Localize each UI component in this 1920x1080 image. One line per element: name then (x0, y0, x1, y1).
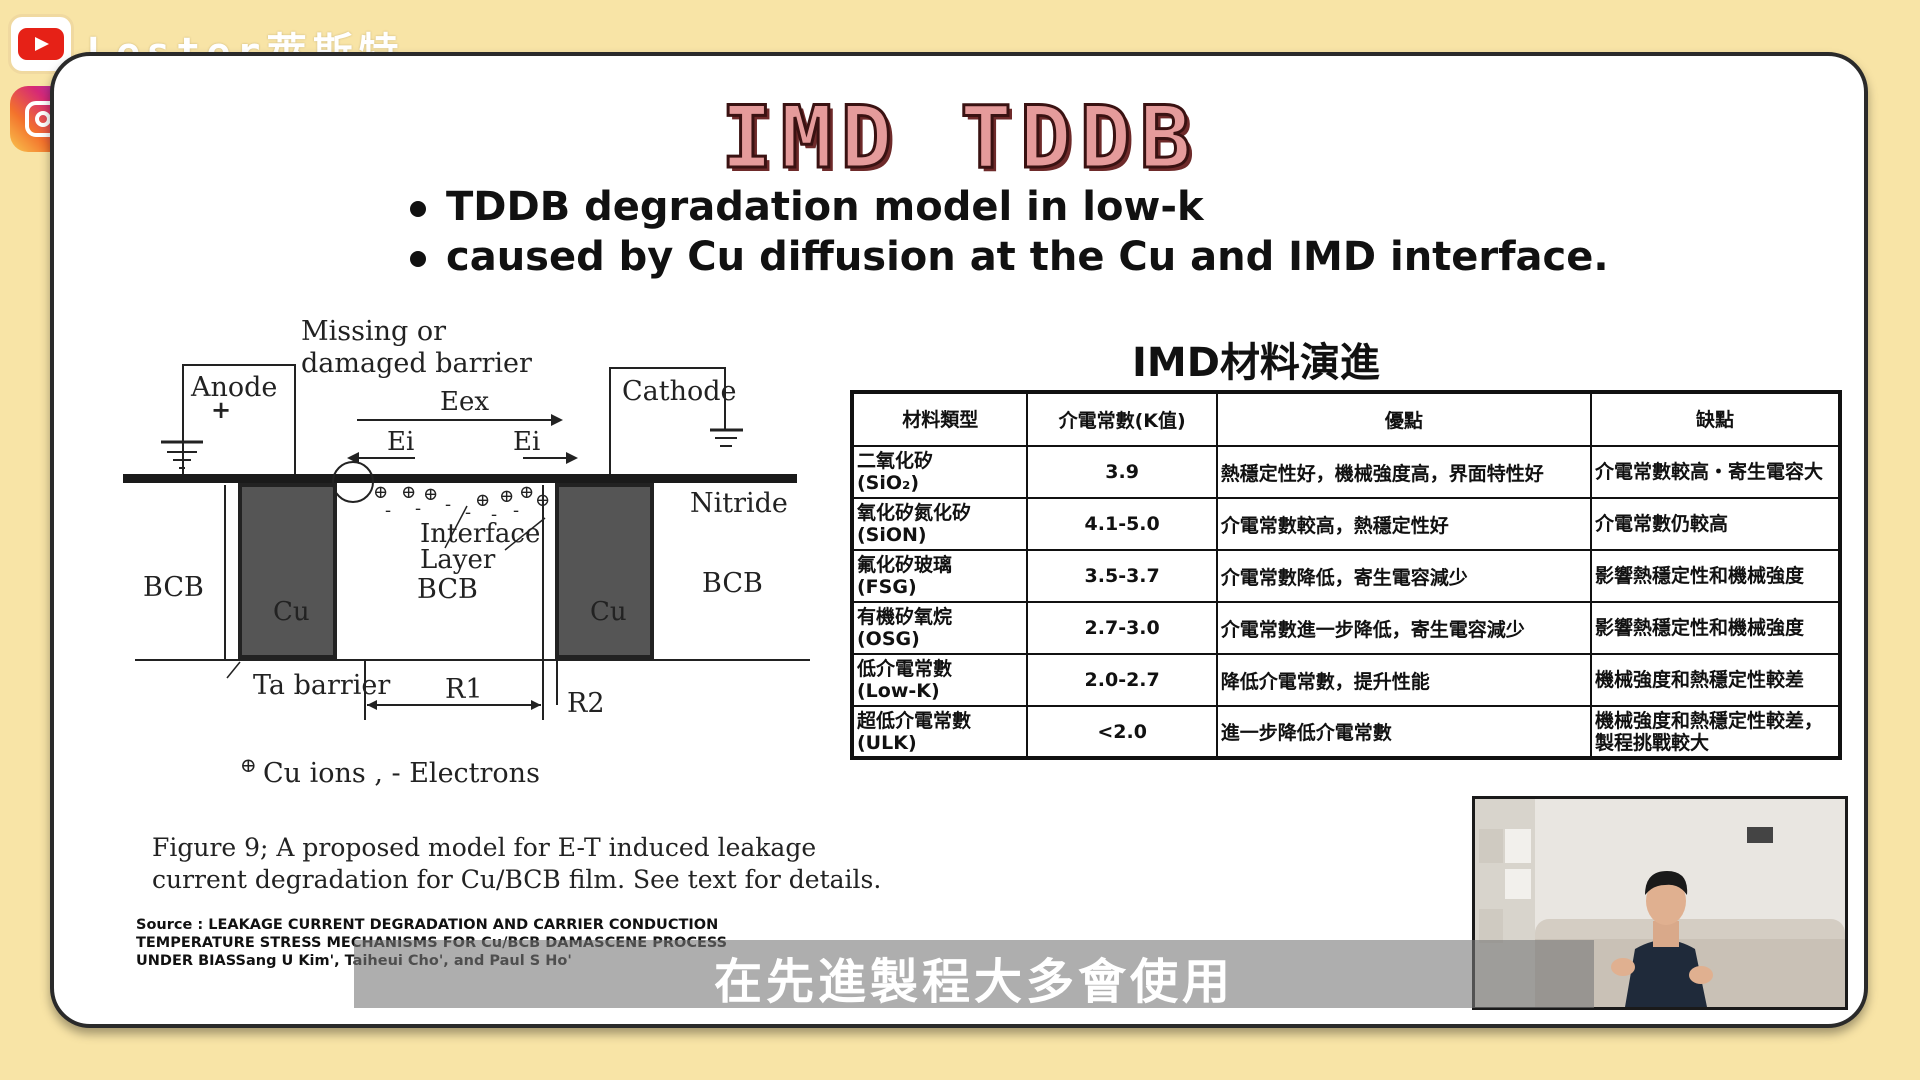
bullet-list: TDDB degradation model in low-k caused b… (410, 182, 1609, 282)
bullet-item: TDDB degradation model in low-k (410, 182, 1609, 232)
svg-text:-: - (491, 504, 497, 525)
svg-text:-: - (385, 500, 391, 521)
label-missing: Missing or (301, 316, 446, 347)
svg-text:-: - (415, 498, 421, 519)
label-anode: Anode (190, 372, 277, 403)
svg-text:⊕: ⊕ (475, 490, 490, 511)
svg-text:⊕: ⊕ (499, 486, 514, 507)
tddb-model-diagram: + ⊕⊕⊕ ⊕⊕⊕⊕ ------ Missing or damaged bar… (123, 316, 810, 789)
label-cu-left: Cu (273, 597, 310, 627)
label-eex: Eex (440, 387, 489, 417)
label-cu-right: Cu (590, 597, 627, 627)
label-damaged-barrier: damaged barrier (301, 348, 532, 379)
svg-text:+: + (211, 395, 231, 424)
svg-text:-: - (445, 494, 451, 515)
header-pro: 優點 (1215, 391, 1593, 447)
figure-caption: Figure 9; A proposed model for E-T induc… (152, 833, 882, 894)
label-ei-left: Ei (387, 427, 414, 457)
bullet-item: caused by Cu diffusion at the Cu and IMD… (410, 232, 1609, 282)
label-bcb-left: BCB (143, 572, 204, 603)
label-r2: R2 (567, 688, 605, 719)
label-cathode: Cathode (622, 376, 737, 407)
table-title: IMD材料演進 (1132, 340, 1380, 386)
bullet-dot-icon (410, 201, 426, 217)
svg-text:⊕: ⊕ (401, 482, 416, 503)
label-r1: R1 (445, 674, 483, 705)
svg-text:⊕: ⊕ (535, 490, 550, 511)
label-legend: Cu ions , - Electrons (263, 758, 540, 789)
label-interface: Interface (420, 519, 540, 549)
header-k: 介電常數(K值) (1026, 391, 1218, 447)
subtitle-background (354, 940, 1594, 1008)
table-row: 低介電常數(Low-K) 2.0-2.7 降低介電常數，提升性能 機械強度和熱穩… (850, 653, 1841, 707)
table-row: 有機矽氧烷(OSG) 2.7-3.0 介電常數進一步降低，寄生電容減少 影響熱穩… (850, 601, 1841, 655)
table-row: 超低介電常數(ULK) <2.0 進一步降低介電常數 機械強度和熱穩定性較差，製… (850, 705, 1841, 759)
cu-ion-icon: ⊕ (240, 753, 257, 777)
svg-text:⊕: ⊕ (519, 482, 534, 503)
label-bcb-right: BCB (702, 568, 763, 599)
slide-title: IMD TDDB (719, 87, 1200, 190)
header-type: 材料類型 (850, 391, 1029, 447)
svg-text:⊕: ⊕ (423, 484, 438, 505)
label-layer: Layer (420, 545, 496, 575)
label-ei-right: Ei (513, 427, 540, 457)
svg-text:⊕: ⊕ (373, 482, 388, 503)
bullet-dot-icon (410, 251, 426, 267)
label-nitride: Nitride (690, 488, 788, 519)
svg-text:-: - (465, 502, 471, 523)
table-row: 二氧化矽(SiO₂) 3.9 熱穩定性好，機械強度高，界面特性好 介電常數較高・… (850, 445, 1841, 499)
table-header-row: 材料類型 介電常數(K值) 優點 缺點 (850, 391, 1841, 447)
label-bcb-mid: BCB (417, 574, 478, 605)
svg-text:-: - (513, 500, 519, 521)
header-con: 缺點 (1590, 391, 1841, 447)
youtube-icon[interactable] (8, 14, 74, 74)
table-row: 氧化矽氮化矽(SiON) 4.1-5.0 介電常數較高，熱穩定性好 介電常數仍較… (850, 497, 1841, 551)
subtitle-text: 在先進製程大多會使用 (713, 954, 1234, 1010)
label-ta-barrier: Ta barrier (253, 670, 390, 701)
imd-materials-table: 材料類型 介電常數(K值) 優點 缺點 二氧化矽(SiO₂) 3.9 熱穩定性好… (850, 390, 1842, 760)
table-row: 氟化矽玻璃(FSG) 3.5-3.7 介電常數降低，寄生電容減少 影響熱穩定性和… (850, 549, 1841, 603)
